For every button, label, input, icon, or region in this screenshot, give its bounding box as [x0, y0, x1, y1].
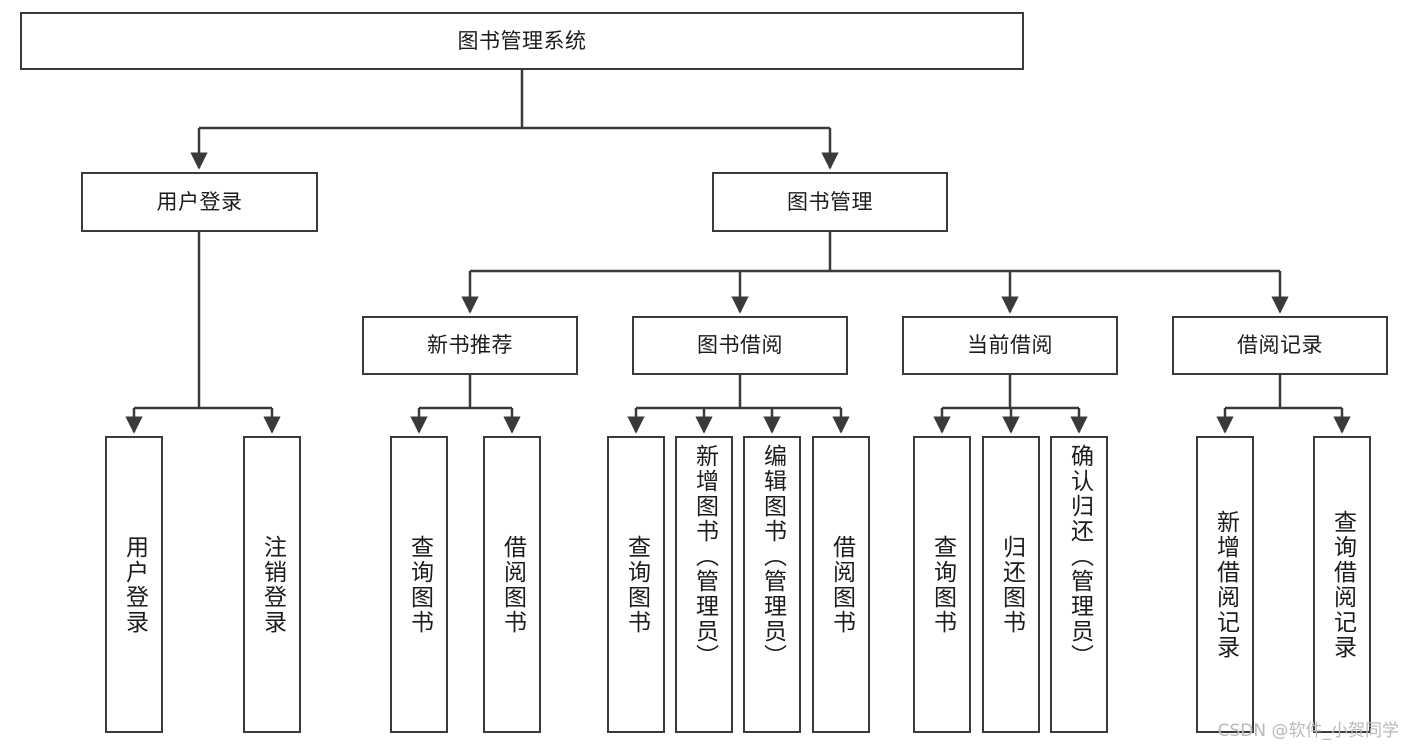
leaf-add-record[interactable]: 新增借阅记录 — [1196, 436, 1254, 733]
leaf-query-book-cur-label: 查询图书 — [929, 534, 956, 635]
leaf-borrow-book-rec-label: 借阅图书 — [499, 534, 526, 635]
leaf-query-book-cur[interactable]: 查询图书 — [913, 436, 971, 733]
node-book-borrow[interactable]: 图书借阅 — [632, 316, 848, 375]
node-book-manage[interactable]: 图书管理 — [712, 172, 948, 232]
leaf-edit-book[interactable]: 编辑图书（管理员） — [743, 436, 801, 733]
leaf-query-book-rec[interactable]: 查询图书 — [390, 436, 448, 733]
node-current-borrow[interactable]: 当前借阅 — [902, 316, 1118, 375]
node-root-label: 图书管理系统 — [457, 28, 587, 53]
leaf-logout[interactable]: 注销登录 — [243, 436, 301, 733]
node-book-manage-label: 图书管理 — [787, 189, 873, 214]
node-user-login-label: 用户登录 — [156, 189, 243, 214]
leaf-add-book-label: 新增图书（管理员） — [691, 444, 718, 669]
node-user-login[interactable]: 用户登录 — [81, 172, 318, 232]
leaf-borrow-book-label: 借阅图书 — [828, 534, 855, 635]
leaf-add-record-label: 新增借阅记录 — [1212, 509, 1239, 660]
leaf-borrow-book-rec[interactable]: 借阅图书 — [483, 436, 541, 733]
leaf-add-book[interactable]: 新增图书（管理员） — [675, 436, 733, 733]
leaf-query-book-rec-label: 查询图书 — [406, 534, 433, 635]
node-current-borrow-label: 当前借阅 — [967, 333, 1053, 358]
node-new-book-rec-label: 新书推荐 — [427, 333, 513, 358]
node-book-borrow-label: 图书借阅 — [697, 333, 783, 358]
leaf-user-login[interactable]: 用户登录 — [105, 436, 163, 733]
leaf-borrow-book[interactable]: 借阅图书 — [812, 436, 870, 733]
leaf-query-record-label: 查询借阅记录 — [1329, 509, 1356, 660]
leaf-logout-label: 注销登录 — [259, 534, 286, 635]
node-root[interactable]: 图书管理系统 — [20, 12, 1024, 70]
leaf-edit-book-label: 编辑图书（管理员） — [759, 444, 786, 669]
leaf-confirm-return-label: 确认归还（管理员） — [1066, 444, 1093, 669]
leaf-confirm-return[interactable]: 确认归还（管理员） — [1050, 436, 1108, 733]
leaf-query-book[interactable]: 查询图书 — [607, 436, 665, 733]
node-borrow-record-label: 借阅记录 — [1237, 333, 1323, 358]
node-new-book-rec[interactable]: 新书推荐 — [362, 316, 578, 375]
node-borrow-record[interactable]: 借阅记录 — [1172, 316, 1388, 375]
leaf-query-book-label: 查询图书 — [623, 534, 650, 635]
leaf-query-record[interactable]: 查询借阅记录 — [1313, 436, 1371, 733]
leaf-return-book[interactable]: 归还图书 — [982, 436, 1040, 733]
leaf-return-book-label: 归还图书 — [998, 534, 1025, 635]
leaf-user-login-label: 用户登录 — [121, 534, 148, 635]
